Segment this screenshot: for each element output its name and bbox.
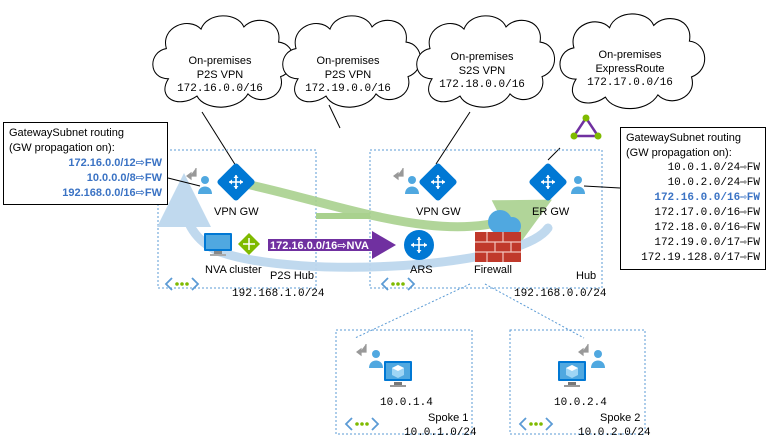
firewall-icon bbox=[475, 210, 521, 262]
expressroute-circuit-icon bbox=[570, 114, 602, 140]
spoke2-vm-ip: 10.0.2.4 bbox=[554, 397, 607, 409]
er-gw-label: ER GW bbox=[532, 206, 570, 218]
person-icon-spoke2 bbox=[591, 350, 605, 368]
hub-name: Hub bbox=[576, 270, 597, 282]
spoke2-vnet bbox=[509, 329, 646, 435]
right-routes-list: 10.0.1.0/24⇨FW 10.0.2.0/24⇨FW 172.16.0.0/1… bbox=[626, 161, 760, 266]
vm-icon-spoke1 bbox=[384, 361, 412, 387]
p2s-vpn-gw-label: VPN GW bbox=[214, 206, 259, 218]
nva-route-label: 172.16.0.0/16⇨NVA bbox=[270, 240, 369, 252]
right-route-4: 172.18.0.0/16⇨FW bbox=[654, 222, 760, 234]
p2s2-link bbox=[328, 104, 341, 129]
vnet-icon-spoke1 bbox=[345, 417, 379, 431]
hub-vpn-gw-label: VPN GW bbox=[416, 206, 461, 218]
right-routing-link bbox=[583, 185, 621, 189]
person-icon-p2s bbox=[198, 176, 212, 194]
vnet-icon-spoke2 bbox=[519, 417, 553, 431]
ars-label: ARS bbox=[410, 264, 433, 276]
spoke1-cidr: 10.0.1.0/24 bbox=[404, 427, 477, 439]
left-routing-link bbox=[167, 177, 201, 187]
s2s-link bbox=[435, 111, 471, 165]
spoke2-name: Spoke 2 bbox=[600, 412, 641, 424]
spoke2-cidr: 10.0.2.0/24 bbox=[578, 427, 651, 439]
er-gateway-icon bbox=[527, 161, 569, 203]
firewall-label: Firewall bbox=[474, 264, 512, 276]
right-routing-box: GatewaySubnet routing (GW propagation on… bbox=[620, 127, 766, 270]
spoke1-vm-ip: 10.0.1.4 bbox=[380, 397, 433, 409]
right-route-2: 172.16.0.0/16⇨FW bbox=[654, 192, 760, 204]
vm-icon-spoke2 bbox=[558, 361, 586, 387]
route-table-icon-p2s bbox=[186, 167, 197, 180]
nva-route-arrow bbox=[268, 231, 396, 259]
route-table-icon-hub bbox=[393, 167, 404, 180]
right-route-6: 172.19.128.0/17⇨FW bbox=[641, 252, 760, 264]
right-route-0: 10.0.1.0/24⇨FW bbox=[667, 162, 760, 174]
nva-cluster-icon bbox=[204, 233, 260, 256]
green-traffic-arrow bbox=[231, 177, 553, 249]
left-routing-box: GatewaySubnet routing (GW propagation on… bbox=[3, 122, 168, 205]
person-icon-spoke1 bbox=[369, 350, 383, 368]
person-icon-hub-er bbox=[571, 176, 585, 194]
spoke1-peering bbox=[354, 283, 471, 339]
right-route-1: 10.0.2.0/24⇨FW bbox=[667, 177, 760, 189]
ars-icon bbox=[404, 230, 434, 260]
vpn-gateway-icon-hub bbox=[417, 161, 459, 203]
p2s-hub-name: P2S Hub bbox=[270, 270, 315, 282]
person-icon-hub-vpn bbox=[405, 176, 419, 194]
spoke1-vnet bbox=[335, 329, 473, 435]
route-table-icon-spoke2 bbox=[578, 343, 589, 356]
p2s1-link bbox=[201, 111, 237, 167]
hub-vnet bbox=[369, 149, 603, 289]
spoke2-peering bbox=[484, 283, 585, 339]
right-route-5: 172.19.0.0/17⇨FW bbox=[654, 237, 760, 249]
route-table-icon-spoke1 bbox=[356, 343, 367, 356]
hub-peering bbox=[316, 213, 370, 219]
p2s-hub-cidr: 192.168.1.0/24 bbox=[232, 288, 325, 300]
hub-cidr: 192.168.0.0/24 bbox=[514, 288, 607, 300]
spoke1-name: Spoke 1 bbox=[428, 412, 469, 424]
right-route-3: 172.17.0.0/16⇨FW bbox=[654, 207, 760, 219]
nva-cluster-label: NVA cluster bbox=[205, 264, 262, 276]
vpn-gateway-icon-p2s bbox=[215, 161, 257, 203]
